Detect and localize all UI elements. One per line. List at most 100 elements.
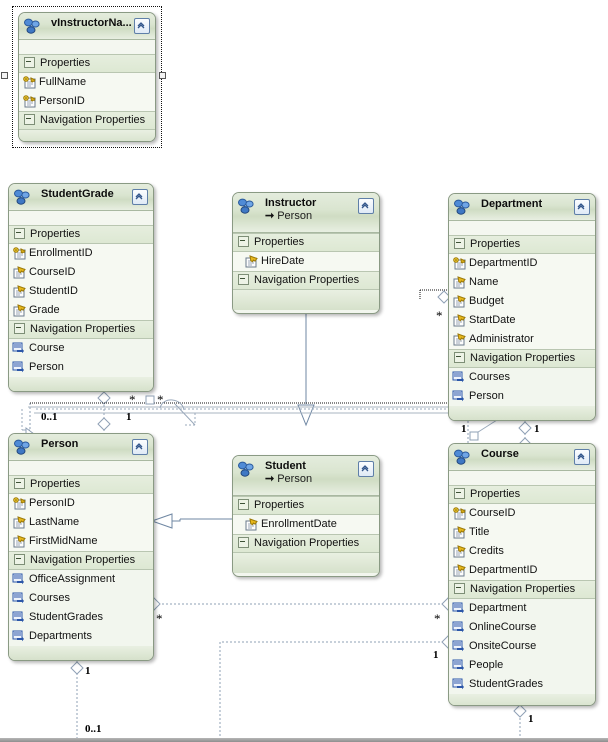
property-row[interactable]: Budget [449, 292, 595, 311]
navigation-section-header[interactable]: Navigation Properties [449, 349, 595, 368]
navigation-row[interactable]: StudentGrades [449, 675, 595, 694]
properties-section-header[interactable]: Properties [449, 235, 595, 254]
entity-header[interactable]: Department [449, 194, 595, 221]
entity-course[interactable]: Course Properties [448, 443, 596, 706]
property-row[interactable]: CourseID [449, 504, 595, 523]
property-row[interactable]: FullName [19, 73, 155, 92]
properties-section-header[interactable]: Properties [9, 475, 153, 494]
expander-icon[interactable] [14, 227, 25, 239]
entity-vinstructorname[interactable]: vInstructorNa... Properties [18, 12, 156, 142]
navigation-icon [12, 592, 25, 604]
property-name: DepartmentID [469, 564, 538, 576]
property-row[interactable]: CourseID [9, 263, 153, 282]
expander-icon[interactable] [454, 487, 465, 499]
property-name: Name [469, 276, 499, 288]
entity-header[interactable]: Course [449, 444, 595, 471]
expander-icon[interactable] [454, 351, 465, 363]
collapse-icon[interactable] [132, 189, 148, 205]
navigation-icon [452, 371, 465, 383]
property-row[interactable]: Title [449, 523, 595, 542]
entity-header[interactable]: Student ➞Person [233, 456, 379, 496]
navigation-row[interactable]: Course [9, 339, 153, 358]
entity-header[interactable]: Person [9, 434, 153, 461]
entity-icon [237, 461, 255, 478]
property-row[interactable]: Name [449, 273, 595, 292]
collapse-icon[interactable] [574, 449, 590, 465]
collapse-icon[interactable] [574, 199, 590, 215]
expander-icon[interactable] [238, 498, 249, 510]
navigation-name: StudentGrades [469, 678, 543, 690]
entity-header[interactable]: vInstructorNa... [19, 13, 155, 40]
navigation-section-header[interactable]: Navigation Properties [449, 580, 595, 599]
properties-section-header[interactable]: Properties [233, 233, 379, 252]
property-row[interactable]: Credits [449, 542, 595, 561]
navigation-row[interactable]: Person [449, 387, 595, 406]
property-row[interactable]: FirstMidName [9, 532, 153, 551]
expander-icon[interactable] [14, 477, 25, 489]
entity-instructor[interactable]: Instructor ➞Person Properties [232, 192, 380, 314]
entity-footer [449, 406, 595, 420]
property-row[interactable]: HireDate [233, 252, 379, 271]
multiplicity-star: * [157, 392, 164, 407]
entity-header[interactable]: StudentGrade [9, 184, 153, 211]
collapse-icon[interactable] [134, 18, 150, 34]
property-row[interactable]: LastName [9, 513, 153, 532]
navigation-row[interactable]: Departments [9, 627, 153, 646]
navigation-section-header[interactable]: Navigation Properties [9, 320, 153, 339]
collapse-icon[interactable] [358, 461, 374, 477]
navigation-section-header[interactable]: Navigation Properties [233, 534, 379, 553]
expander-icon[interactable] [24, 56, 35, 68]
property-row[interactable]: PersonID [19, 92, 155, 111]
expander-icon[interactable] [454, 237, 465, 249]
properties-section-header[interactable]: Properties [449, 485, 595, 504]
expander-icon[interactable] [238, 536, 249, 548]
entity-person[interactable]: Person Properties [8, 433, 154, 661]
navigation-row[interactable]: OnsiteCourse [449, 637, 595, 656]
expander-icon[interactable] [14, 553, 25, 565]
properties-list: EnrollmentDate [233, 515, 379, 534]
properties-section-header[interactable]: Properties [233, 496, 379, 515]
properties-section-header[interactable]: Properties [9, 225, 153, 244]
property-row[interactable]: Administrator [449, 330, 595, 349]
expander-icon[interactable] [24, 113, 35, 125]
navigation-row[interactable]: Person [9, 358, 153, 377]
key-icon [12, 247, 26, 260]
property-row[interactable]: DepartmentID [449, 254, 595, 273]
property-row[interactable]: StudentID [9, 282, 153, 301]
property-name: PersonID [29, 497, 75, 509]
property-name: FullName [39, 76, 87, 88]
property-row[interactable]: PersonID [9, 494, 153, 513]
entity-student[interactable]: Student ➞Person Properties [232, 455, 380, 577]
navigation-section-header[interactable]: Navigation Properties [19, 111, 155, 130]
property-row[interactable]: StartDate [449, 311, 595, 330]
expander-icon[interactable] [454, 582, 465, 594]
collapse-icon[interactable] [358, 198, 374, 214]
property-row[interactable]: Grade [9, 301, 153, 320]
expander-icon[interactable] [238, 273, 249, 285]
property-row[interactable]: EnrollmentDate [233, 515, 379, 534]
navigation-section-header[interactable]: Navigation Properties [233, 271, 379, 290]
properties-section-header[interactable]: Properties [19, 54, 155, 73]
navigation-row[interactable]: Courses [449, 368, 595, 387]
navigation-row[interactable]: Courses [9, 589, 153, 608]
navigation-row[interactable]: OnlineCourse [449, 618, 595, 637]
property-row[interactable]: EnrollmentID [9, 244, 153, 263]
property-row[interactable]: DepartmentID [449, 561, 595, 580]
resize-handle-right[interactable] [159, 72, 166, 79]
navigation-row[interactable]: Department [449, 599, 595, 618]
expander-icon[interactable] [14, 322, 25, 334]
property-name: Credits [469, 545, 504, 557]
base-type-name: Person [277, 210, 313, 222]
entity-department[interactable]: Department Properties [448, 193, 596, 421]
horizontal-scrollbar[interactable] [0, 738, 608, 742]
collapse-icon[interactable] [132, 439, 148, 455]
expander-icon[interactable] [238, 235, 249, 247]
navigation-section-header[interactable]: Navigation Properties [9, 551, 153, 570]
resize-handle-left[interactable] [1, 72, 8, 79]
navigation-row[interactable]: People [449, 656, 595, 675]
navigation-row[interactable]: OfficeAssignment [9, 570, 153, 589]
entity-studentgrade[interactable]: StudentGrade Properties [8, 183, 154, 392]
entity-header[interactable]: Instructor ➞Person [233, 193, 379, 233]
navigation-row[interactable]: StudentGrades [9, 608, 153, 627]
